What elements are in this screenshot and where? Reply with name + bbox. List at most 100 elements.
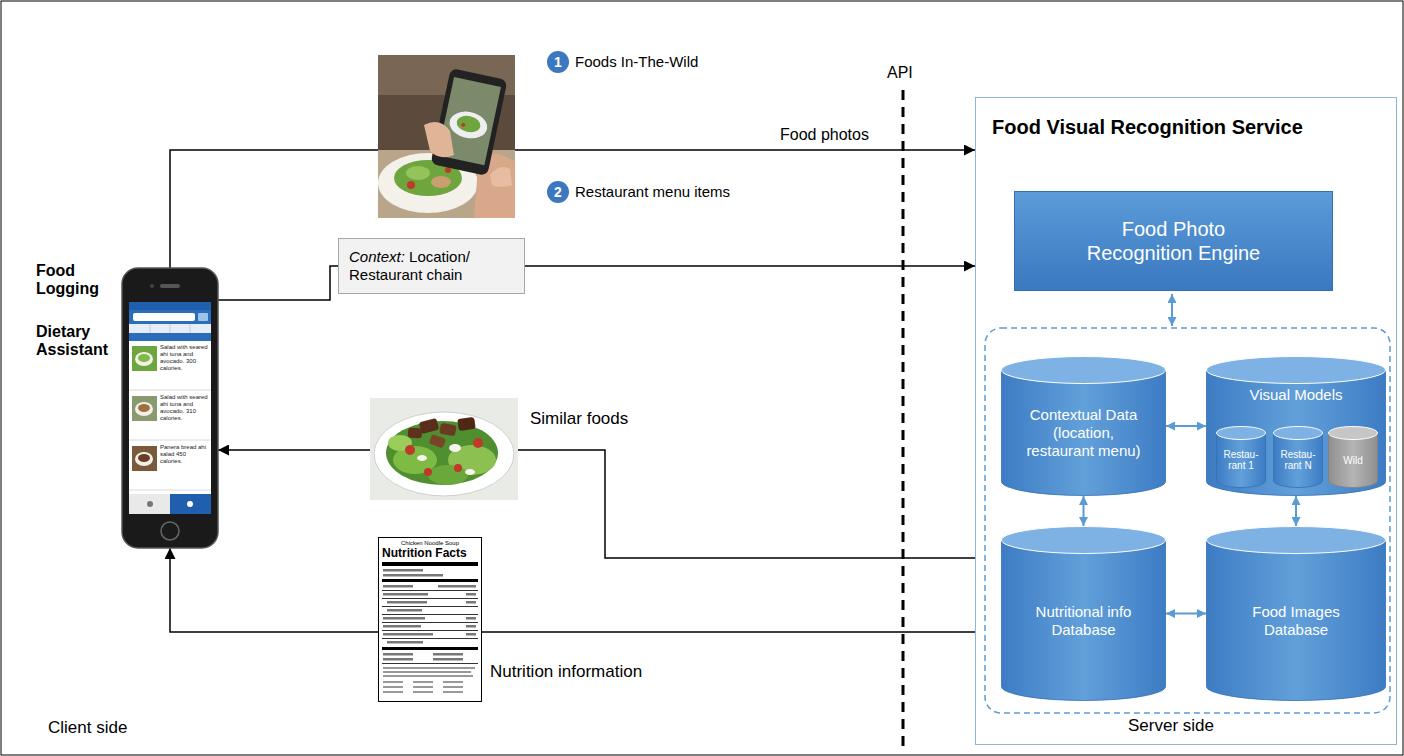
nutrition-label-image bbox=[443, 681, 463, 683]
node-text: Wild bbox=[1343, 455, 1362, 466]
cylinder-outline bbox=[1329, 433, 1378, 488]
nutrition-label-image bbox=[466, 633, 476, 636]
phone-illustration bbox=[129, 490, 211, 491]
phone-illustration bbox=[170, 324, 171, 333]
nutrition-label-image bbox=[382, 614, 478, 616]
similar-food-photo bbox=[429, 434, 447, 449]
database-cylinder: Food Images Database bbox=[1206, 526, 1386, 701]
photo-taking-picture bbox=[424, 122, 454, 157]
phone-illustration bbox=[170, 494, 211, 514]
cylinder-outline bbox=[1002, 540, 1166, 701]
nutrition-label-image bbox=[382, 598, 478, 600]
similar-food-photo bbox=[449, 444, 461, 452]
similar-food-photo bbox=[370, 398, 518, 500]
nutrition-label-image bbox=[443, 686, 463, 688]
flow-arrow bbox=[1083, 496, 1085, 526]
photo-taking-picture bbox=[431, 176, 451, 188]
node-text: Food Images Database bbox=[1234, 603, 1359, 639]
nutrition-label-image bbox=[382, 622, 478, 624]
nutrition-label-image bbox=[387, 641, 423, 644]
nutrition-label-image bbox=[466, 625, 476, 628]
nutrition-label-image bbox=[382, 638, 478, 640]
label-small-text: Chicken Noodle Soup bbox=[380, 540, 480, 547]
phone-illustration bbox=[150, 284, 154, 288]
nutrition-label-image bbox=[413, 691, 433, 693]
model-cylinder: Restau- rant 1 bbox=[1216, 426, 1266, 488]
phone-illustration bbox=[132, 346, 157, 371]
nutrition-label-image bbox=[383, 691, 403, 693]
database-cylinder: Contextual Data (location, restaurant me… bbox=[1001, 356, 1166, 496]
phone-illustration bbox=[198, 313, 208, 321]
phone-illustration bbox=[133, 313, 195, 321]
photo-taking-picture bbox=[461, 123, 466, 128]
context-box: Context: Location/ Restaurant chain bbox=[338, 238, 525, 294]
phone-illustration bbox=[190, 324, 191, 333]
nutrition-label-image bbox=[383, 585, 413, 588]
database-cylinder: Nutritional info Database bbox=[1001, 526, 1166, 701]
service-title: Food Visual Recognition Service bbox=[992, 116, 1303, 139]
api-boundary-line bbox=[902, 90, 905, 750]
nutrition-label-image bbox=[383, 569, 423, 572]
callout-circle bbox=[547, 181, 569, 203]
nutrition-label-image bbox=[382, 579, 478, 582]
nutrition-label-image bbox=[383, 617, 425, 620]
flow-arrow bbox=[1166, 425, 1206, 427]
nutrition-label-image bbox=[387, 601, 427, 604]
photo-taking-picture bbox=[406, 166, 430, 180]
nutrition-label-image bbox=[382, 647, 478, 650]
similar-food-photo bbox=[370, 398, 518, 500]
label-heading: Nutrition Facts bbox=[382, 546, 480, 560]
service-box: Food Visual Recognition ServiceFood Phot… bbox=[975, 97, 1397, 745]
node-text: Food Photo Recognition Engine bbox=[1074, 217, 1274, 265]
similar-food-photo bbox=[457, 417, 476, 431]
similar-food-photo bbox=[417, 455, 427, 461]
nutrition-label-image bbox=[383, 658, 413, 661]
nutrition-label-image bbox=[383, 653, 413, 656]
photo-taking-picture bbox=[447, 108, 490, 141]
repository-region bbox=[985, 328, 1390, 713]
photo-taking-picture bbox=[378, 55, 515, 218]
cylinder-outline bbox=[1207, 357, 1386, 384]
phone-illustration bbox=[129, 310, 211, 324]
nutrition-label-image bbox=[382, 663, 478, 665]
phone-illustration bbox=[160, 284, 180, 288]
phone-illustration bbox=[132, 446, 157, 471]
flow-arrow bbox=[218, 450, 975, 558]
engine-repository-arrow bbox=[1171, 294, 1173, 326]
nutrition-label-image bbox=[383, 675, 473, 677]
photo-taking-picture bbox=[490, 167, 512, 187]
phone-illustration bbox=[129, 494, 211, 514]
phone-illustration bbox=[135, 452, 153, 466]
nutrition-label-image bbox=[383, 593, 428, 596]
side-label: Server side bbox=[1128, 716, 1214, 736]
phone-illustration bbox=[132, 396, 157, 421]
cylinder-outline bbox=[1274, 427, 1323, 440]
node-text: Nutritional info Database bbox=[1021, 603, 1146, 639]
phone-illustration bbox=[135, 402, 153, 416]
node-text: Context: Location/ Restaurant chain bbox=[349, 248, 514, 284]
cylinder-outline bbox=[1002, 370, 1166, 496]
callout-circle bbox=[547, 51, 569, 73]
flow-arrow bbox=[170, 548, 975, 632]
phone-illustration bbox=[129, 440, 211, 441]
app-heading: Food Logging bbox=[36, 262, 116, 299]
similar-food-photo bbox=[465, 469, 475, 475]
callout-number: 2 bbox=[547, 181, 569, 203]
phone-illustration bbox=[138, 404, 150, 412]
nutrition-label-image bbox=[466, 593, 476, 596]
photo-taking-picture bbox=[430, 68, 507, 176]
photo-taking-picture bbox=[455, 114, 482, 135]
phone-illustration bbox=[138, 454, 150, 462]
node-text: Context: bbox=[349, 248, 405, 265]
nutrition-label-image bbox=[413, 686, 433, 688]
nutrition-label-image bbox=[383, 625, 421, 628]
similar-food-photo bbox=[424, 468, 432, 476]
flow-arrow bbox=[1295, 496, 1297, 526]
similar-food-photo bbox=[374, 412, 514, 496]
model-cylinder: Wild bbox=[1328, 426, 1378, 488]
phone-illustration bbox=[129, 390, 211, 391]
nutrition-label-image bbox=[383, 681, 403, 683]
flow-arrow bbox=[1166, 613, 1206, 615]
flow-arrow bbox=[170, 150, 975, 268]
